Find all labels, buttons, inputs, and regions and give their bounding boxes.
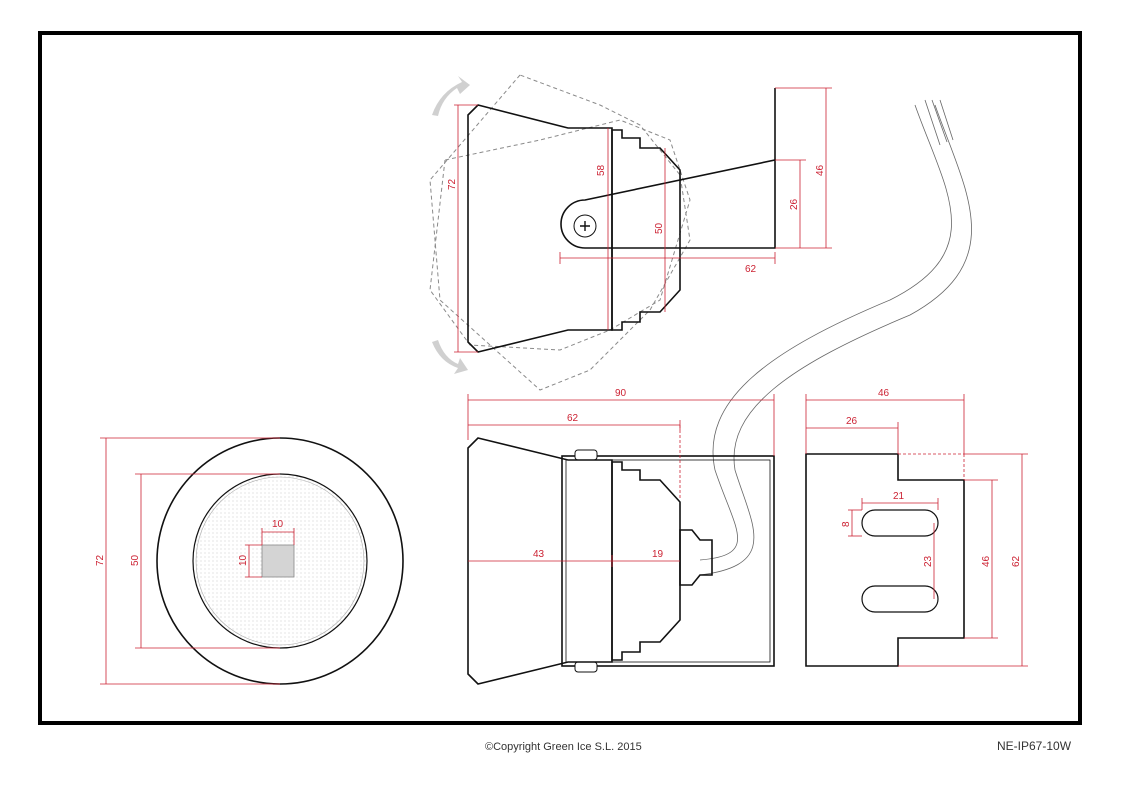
- dim-profile-90: 90: [615, 388, 627, 399]
- dim-front-72: 72: [95, 554, 106, 566]
- model-code: NE-IP67-10W: [997, 739, 1072, 753]
- rotation-arrow-icon: [432, 76, 470, 116]
- side-bracket-arm: [560, 159, 776, 249]
- drawing-frame: [38, 31, 1082, 725]
- dim-bracket-21: 21: [893, 491, 905, 502]
- side-view: 72 58 50 62 26 46: [429, 74, 972, 576]
- profile-body: [467, 437, 613, 685]
- dim-profile-43: 43: [533, 549, 545, 560]
- ghost-rotation-up: [429, 74, 691, 391]
- dim-bracket-8: 8: [841, 521, 852, 527]
- bracket-plate: [805, 453, 965, 667]
- dim-front-led-h: 10: [238, 554, 249, 566]
- dim-side-26: 26: [789, 198, 800, 210]
- dim-side-62: 62: [745, 264, 757, 275]
- side-body: [467, 104, 613, 353]
- dim-side-72: 72: [447, 178, 458, 190]
- bracket-slot-lower: [861, 585, 939, 613]
- dim-front-led-w: 10: [272, 519, 284, 530]
- bracket-slot-upper: [861, 509, 939, 537]
- front-led-chip: [261, 544, 295, 578]
- front-view: 72 50 10 10: [95, 437, 404, 685]
- dim-front-50: 50: [130, 554, 141, 566]
- rotation-arrow-icon: [432, 340, 468, 374]
- dim-bracket-46-side: 46: [981, 555, 992, 567]
- dim-profile-62: 62: [567, 413, 579, 424]
- ghost-rotation-down: [429, 119, 691, 351]
- dim-bracket-23: 23: [923, 555, 934, 567]
- dim-profile-19: 19: [652, 549, 664, 560]
- cable-gland: [679, 529, 713, 586]
- dim-side-58: 58: [596, 164, 607, 176]
- dim-side-46: 46: [815, 164, 826, 176]
- dim-bracket-62: 62: [1011, 555, 1022, 567]
- dim-bracket-46-top: 46: [878, 388, 890, 399]
- side-rear-housing: [611, 129, 681, 331]
- bracket-plate-view: 46 26 21 8 23 46 62: [805, 388, 1028, 667]
- profile-view: 90 62 43 19: [467, 388, 775, 685]
- dim-side-50: 50: [654, 222, 665, 234]
- copyright-text: ©Copyright Green Ice S.L. 2015: [485, 741, 642, 753]
- cable: [699, 104, 952, 561]
- profile-rear-housing: [611, 461, 681, 661]
- dim-bracket-26: 26: [846, 416, 858, 427]
